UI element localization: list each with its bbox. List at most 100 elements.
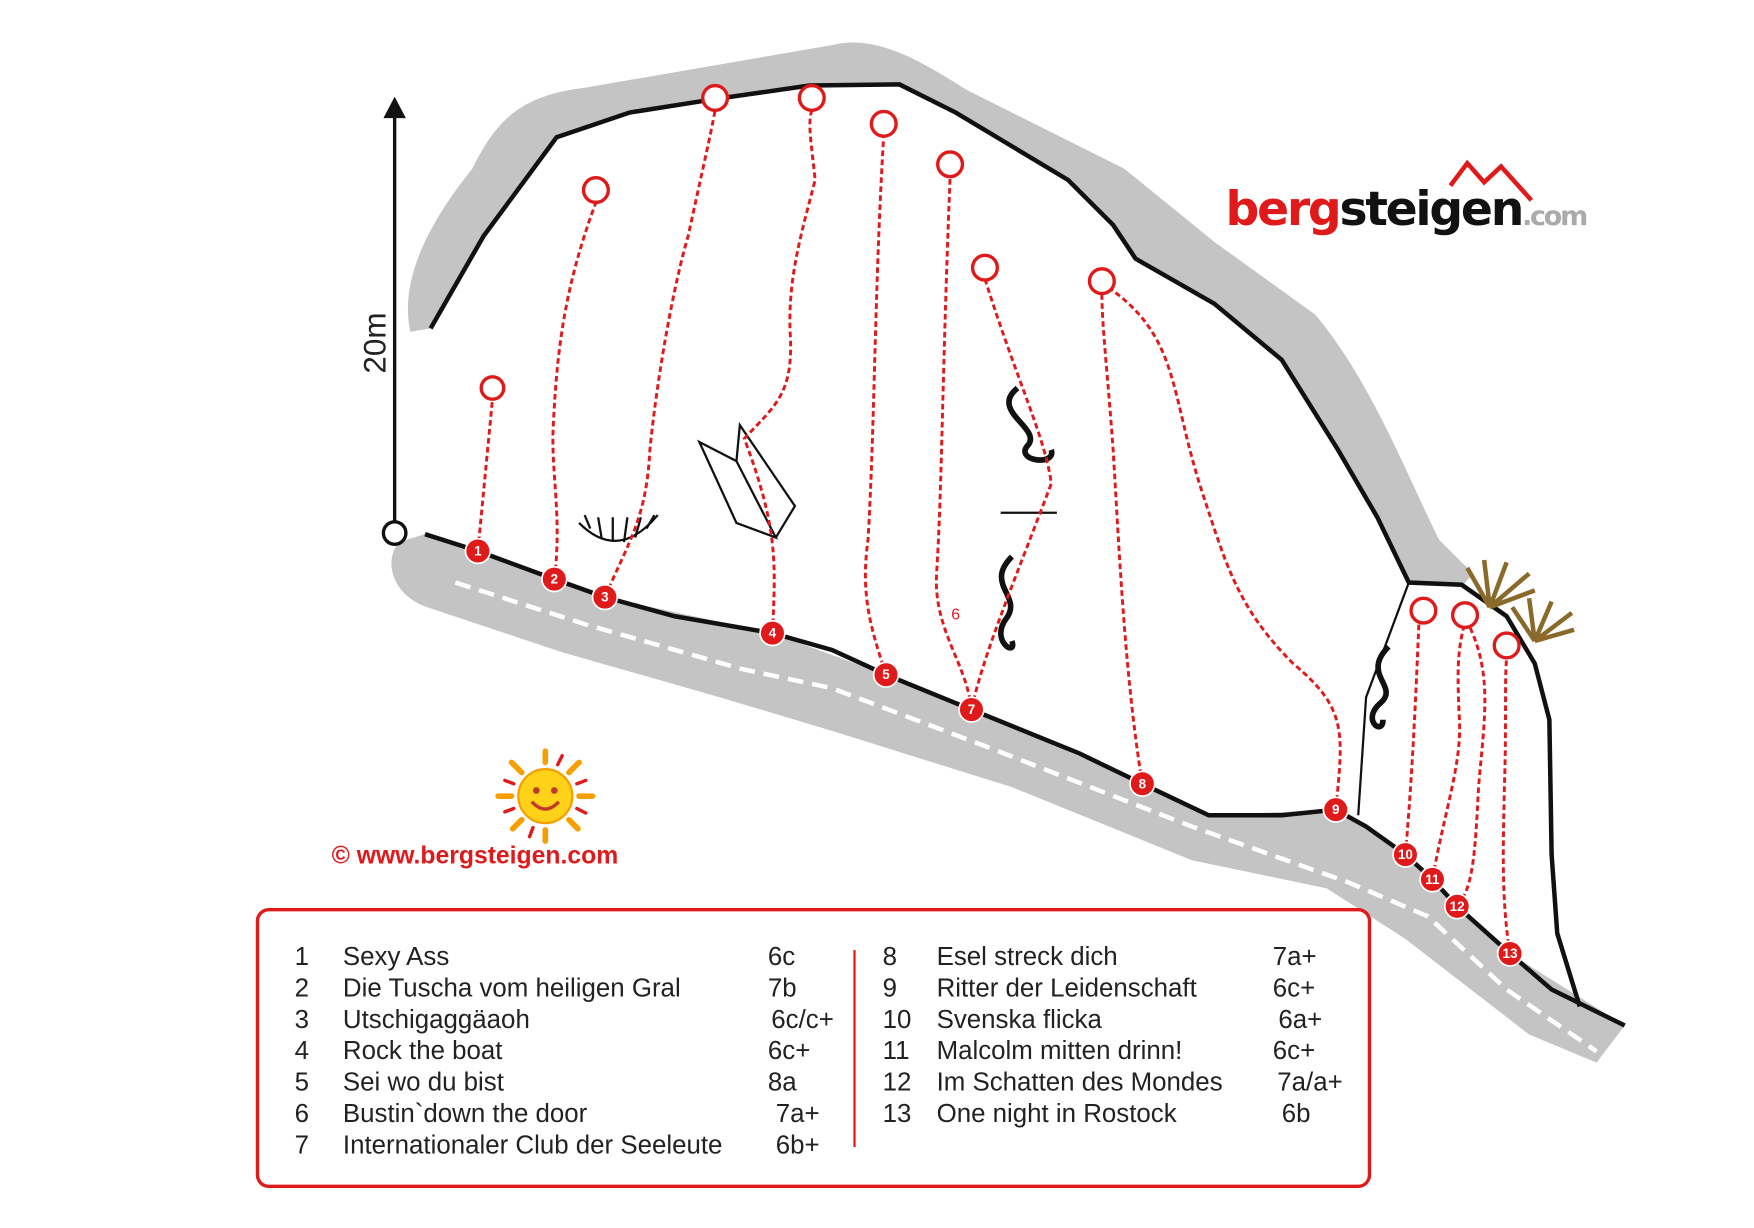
legend-n: 1 (295, 943, 309, 971)
legend-n: 4 (295, 1037, 309, 1065)
legend-row: 1 Sexy Ass 6c (295, 943, 796, 971)
crack-line (1357, 582, 1410, 816)
legend-row: 12 Im Schatten des Mondes 7a/a+ (883, 1069, 1343, 1097)
svg-text:12: 12 (1450, 899, 1465, 914)
legend-grade: 7a+ (1273, 943, 1317, 971)
svg-text:13: 13 (1503, 946, 1518, 961)
sun-logo (495, 748, 596, 844)
legend: 1 Sexy Ass 6c 2 Die Tuscha vom heiligen Gral… (295, 943, 1343, 1160)
legend-n: 6 (295, 1100, 309, 1128)
svg-text:bergsteigen.com: bergsteigen.com (1226, 182, 1587, 237)
legend-name: Rock the boat (343, 1037, 503, 1065)
legend-n: 7 (295, 1132, 309, 1160)
route-3 (603, 110, 717, 598)
legend-name: Malcolm mitten drinn! (937, 1037, 1183, 1065)
legend-row: 5 Sei wo du bist 8a (295, 1069, 798, 1097)
cliff-top-line (428, 82, 1582, 1008)
approach-path (454, 580, 1598, 1054)
legend-row: 7 Internationaler Club der Seeleute 6b+ (295, 1132, 820, 1160)
shrub-icon (1465, 559, 1575, 644)
legend-row: 2 Die Tuscha vom heiligen Gral 7b (295, 974, 797, 1002)
svg-text:7: 7 (968, 702, 976, 717)
svg-text:4: 4 (769, 626, 777, 641)
svg-text:8: 8 (1139, 776, 1147, 791)
legend-name: Utschigaggäaoh (343, 1006, 530, 1034)
legend-name: Sexy Ass (343, 943, 449, 971)
legend-grade: 6b (1282, 1100, 1311, 1128)
arrow-up-icon (383, 96, 406, 119)
crack-symbols (998, 385, 1391, 730)
bergsteigen-logo: bergsteigen.com (1226, 159, 1588, 237)
legend-grade: 6a+ (1278, 1006, 1322, 1034)
legend-grade: 6c+ (768, 1037, 810, 1065)
legend-name: Internationaler Club der Seeleute (343, 1132, 723, 1160)
copyright-link[interactable]: © www.bergsteigen.com (332, 843, 619, 870)
route-start-12: 12 (1443, 893, 1471, 920)
legend-grade: 6c/c+ (771, 1006, 834, 1034)
legend-n: 12 (883, 1069, 912, 1097)
legend-n: 8 (883, 943, 897, 971)
legend-grade: 6b+ (776, 1132, 820, 1160)
route-start-5: 5 (872, 661, 900, 688)
legend-row: 4 Rock the boat 6c+ (295, 1037, 811, 1065)
lower-rock-band (391, 534, 1625, 1063)
legend-row: 3 Utschigaggäaoh 6c/c+ (295, 1006, 834, 1034)
legend-name: Sei wo du bist (343, 1069, 504, 1097)
route-start-13: 13 (1496, 940, 1524, 967)
route-6 (934, 177, 973, 710)
route-4 (742, 109, 817, 634)
route-lines (476, 109, 1512, 954)
legend-n: 5 (295, 1069, 309, 1097)
legend-grade: 7a+ (776, 1100, 820, 1128)
scale-label: 20m (358, 312, 393, 373)
legend-n: 10 (883, 1006, 912, 1034)
legend-name: One night in Rostock (937, 1100, 1177, 1128)
svg-text:11: 11 (1425, 872, 1440, 887)
route-9 (1106, 285, 1342, 810)
svg-text:10: 10 (1398, 847, 1413, 862)
route-8 (1100, 292, 1144, 785)
route-start-4: 4 (759, 619, 786, 647)
legend-n: 11 (883, 1037, 910, 1065)
legend-grade: 7b (768, 974, 797, 1002)
route-start-1: 1 (464, 537, 492, 565)
legend-grade: 6c (768, 943, 795, 971)
route-11 (1430, 625, 1466, 880)
dihedral-symbol (696, 421, 797, 540)
route-start-9: 9 (1322, 796, 1349, 823)
legend-n: 3 (295, 1006, 309, 1034)
legend-name: Svenska flicka (937, 1006, 1103, 1034)
svg-text:2: 2 (551, 572, 559, 587)
legend-name: Bustin`down the door (343, 1100, 588, 1128)
route-start-3: 3 (591, 583, 619, 611)
route-start-7: 7 (958, 696, 985, 723)
legend-name: Die Tuscha vom heiligen Gral (343, 974, 681, 1002)
legend-name: Im Schatten des Mondes (937, 1069, 1223, 1097)
legend-grade: 8a (768, 1069, 797, 1097)
overhang-symbol (578, 514, 659, 543)
legend-box (255, 908, 1372, 1188)
legend-name: Ritter der Leidenschaft (937, 974, 1197, 1002)
route-5 (863, 134, 888, 676)
upper-rock-band (407, 42, 1473, 588)
legend-row: 13 One night in Rostock 6b (883, 1100, 1311, 1128)
legend-n: 9 (883, 974, 897, 1002)
route-13 (1501, 656, 1512, 954)
legend-grade: 7a/a+ (1277, 1069, 1342, 1097)
svg-text:9: 9 (1332, 802, 1339, 817)
legend-n: 13 (883, 1100, 912, 1128)
legend-n: 2 (295, 974, 309, 1002)
svg-text:1: 1 (474, 544, 482, 559)
route-start-11: 11 (1419, 866, 1446, 893)
route-12 (1456, 623, 1487, 908)
route-start-2: 2 (541, 565, 568, 593)
route-10 (1403, 621, 1421, 855)
scale-origin (381, 520, 408, 546)
legend-row: 10 Svenska flicka 6a+ (883, 1006, 1323, 1034)
route-tops (479, 83, 1521, 660)
